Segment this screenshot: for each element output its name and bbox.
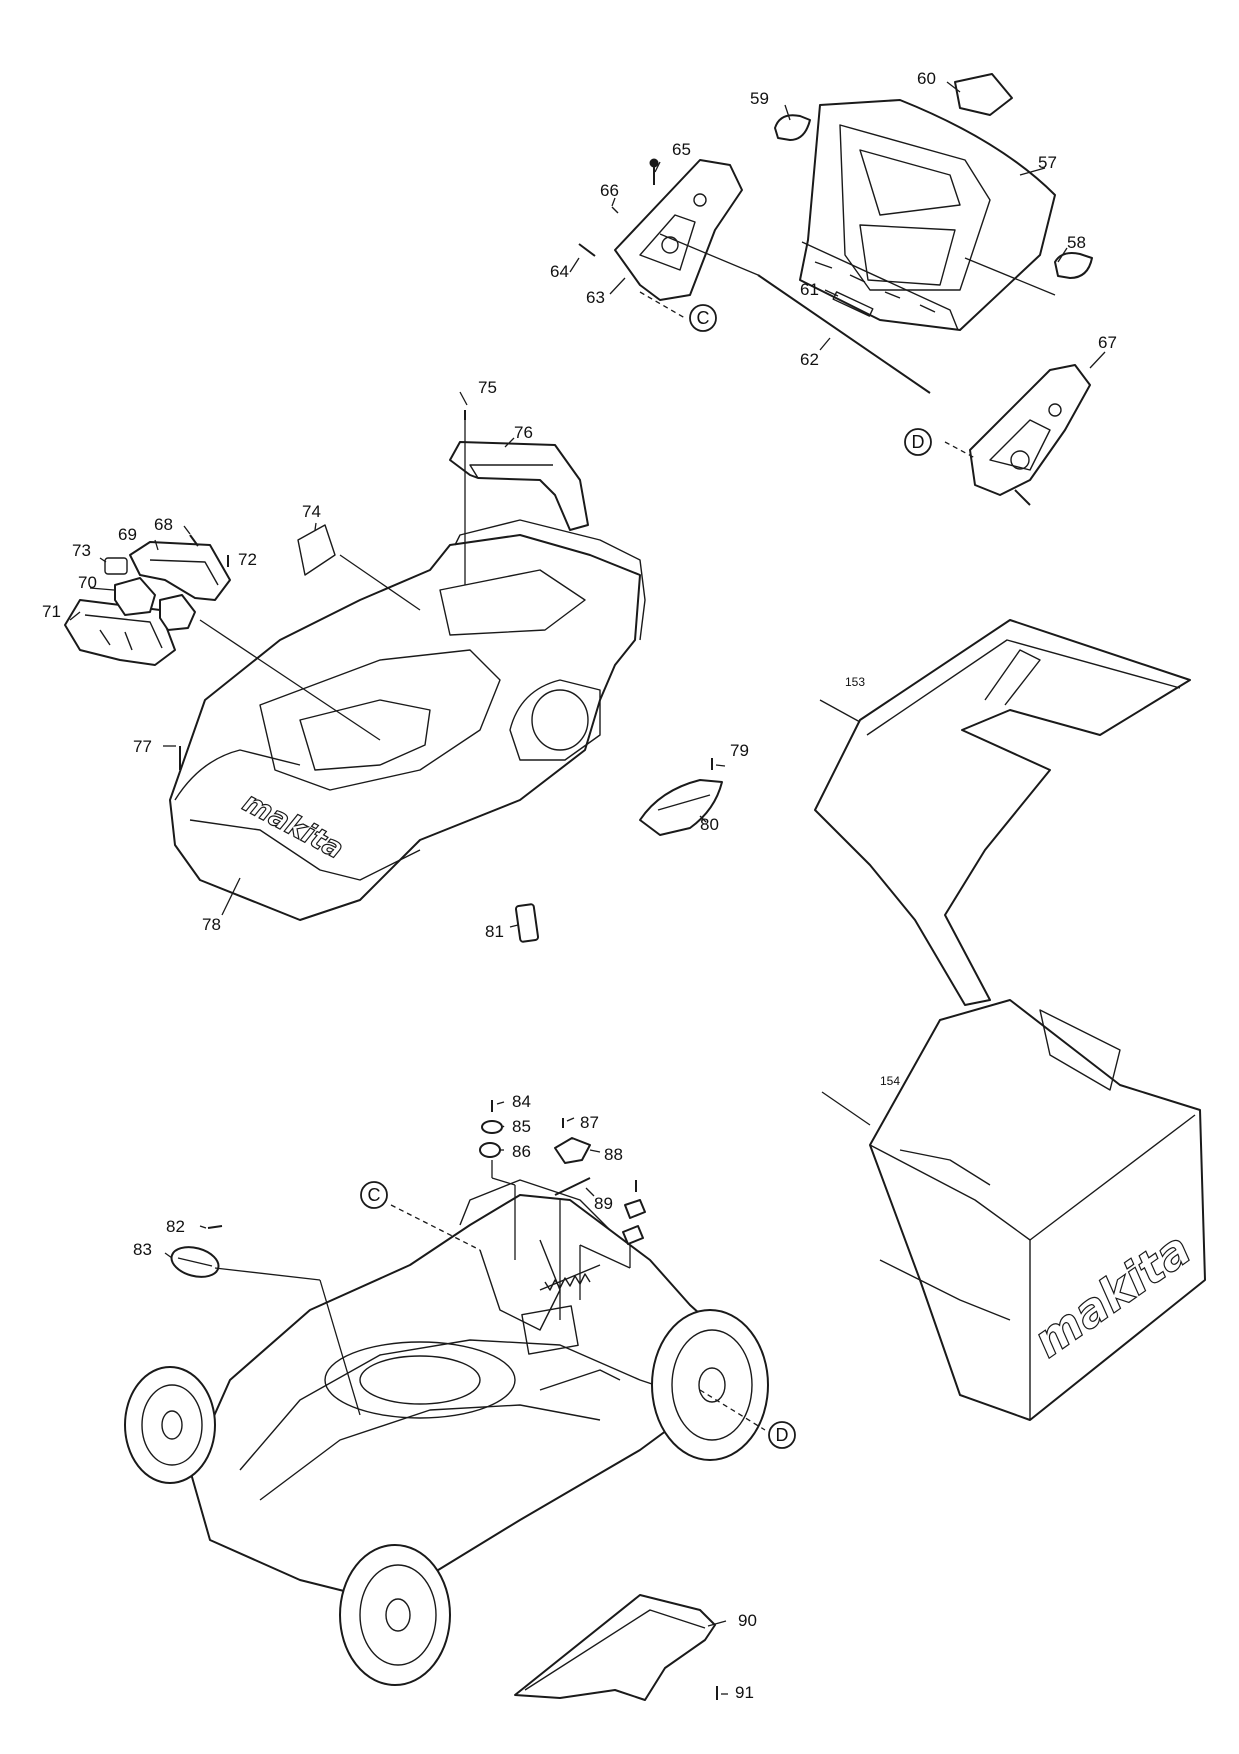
callout-72: 72 — [238, 550, 257, 569]
callout-58: 58 — [1067, 233, 1086, 252]
callout-69: 69 — [118, 525, 137, 544]
mower-deck-assembly — [124, 1179, 769, 1686]
callout-67: 67 — [1098, 333, 1117, 352]
top-cover-assembly: makita — [169, 519, 646, 921]
callout-65: 65 — [672, 140, 691, 159]
ref-d-top: D — [912, 432, 925, 452]
sticker-58 — [1054, 252, 1093, 279]
callout-90: 90 — [738, 1611, 757, 1630]
small-screws-top — [578, 158, 1031, 506]
callout-73: 73 — [72, 541, 91, 560]
reference-markers: C D C D — [360, 304, 932, 1449]
callout-78: 78 — [202, 915, 221, 934]
terminal-block-70 — [114, 577, 156, 616]
callout-83: 83 — [133, 1240, 152, 1259]
callout-154: 154 — [880, 1074, 900, 1088]
rear-flap-assembly — [757, 73, 1093, 394]
wheel-rear-left — [339, 1544, 451, 1686]
callout-labels: 60 59 57 58 65 66 64 63 61 62 67 75 76 7… — [42, 69, 1117, 1702]
sticker-59 — [774, 114, 811, 141]
sticker-73 — [104, 557, 128, 575]
callout-86: 86 — [512, 1142, 531, 1161]
callout-59: 59 — [750, 89, 769, 108]
callout-60: 60 — [917, 69, 936, 88]
grass-bag-154: makita — [869, 999, 1206, 1421]
key-81 — [514, 903, 540, 943]
callout-84: 84 — [512, 1092, 531, 1111]
rear-guard-90 — [514, 1594, 716, 1701]
indicator-cover-80 — [639, 779, 723, 836]
callout-75: 75 — [478, 378, 497, 397]
callout-62: 62 — [800, 350, 819, 369]
hinge-bracket-63 — [614, 159, 743, 301]
label-74 — [297, 524, 336, 576]
callout-70: 70 — [78, 573, 97, 592]
leader-lines — [69, 81, 1106, 1695]
callout-68: 68 — [154, 515, 173, 534]
callout-76: 76 — [514, 423, 533, 442]
callout-57: 57 — [1038, 153, 1057, 172]
ref-c-bottom: C — [368, 1185, 381, 1205]
callout-81: 81 — [485, 922, 504, 941]
callout-80: 80 — [700, 815, 719, 834]
ref-c-top: C — [697, 308, 710, 328]
knob-86 — [479, 1142, 501, 1158]
callout-79: 79 — [730, 741, 749, 760]
callout-91: 91 — [735, 1683, 754, 1702]
carry-handle-76 — [449, 441, 589, 531]
hinge-bracket-67 — [969, 364, 1091, 496]
callout-153: 153 — [845, 675, 865, 689]
ref-d-bottom: D — [776, 1425, 789, 1445]
battery-terminal-assembly — [64, 534, 231, 666]
grass-bag-frame-153 — [814, 619, 1191, 1006]
wheel-rear-right — [651, 1309, 769, 1461]
terminal-71 — [64, 599, 176, 666]
spring-61 — [832, 291, 874, 317]
sticker-60 — [954, 73, 1013, 116]
callout-71: 71 — [42, 602, 61, 621]
shaft-62 — [757, 274, 931, 394]
wheel-front-left — [124, 1366, 216, 1484]
switch-parts — [479, 1100, 646, 1245]
callout-85: 85 — [512, 1117, 531, 1136]
callout-87: 87 — [580, 1113, 599, 1132]
callout-77: 77 — [133, 737, 152, 756]
callout-74: 74 — [302, 502, 321, 521]
callout-63: 63 — [586, 288, 605, 307]
callout-64: 64 — [550, 262, 569, 281]
knob-85 — [481, 1120, 503, 1134]
pin-89 — [554, 1177, 591, 1196]
callout-89: 89 — [594, 1194, 613, 1213]
callout-88: 88 — [604, 1145, 623, 1164]
terminal-cover-69 — [129, 541, 231, 601]
callout-66: 66 — [600, 181, 619, 200]
lever-88 — [554, 1137, 591, 1164]
rear-flap-57 — [799, 99, 1056, 331]
top-cover-78 — [169, 534, 641, 921]
callout-61: 61 — [800, 280, 819, 299]
callout-82: 82 — [166, 1217, 185, 1236]
